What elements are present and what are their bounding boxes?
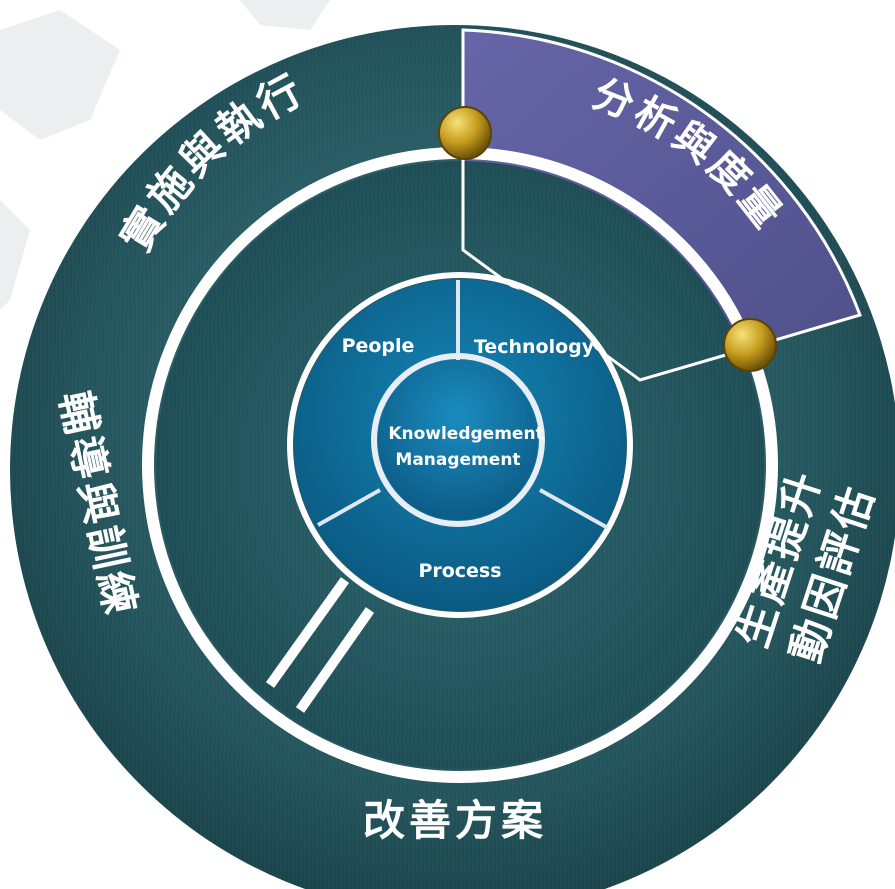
background-map-texture xyxy=(0,0,330,310)
core-dividers xyxy=(317,280,609,530)
core-ring-outline xyxy=(287,272,633,618)
center-label-line2: Management xyxy=(395,450,520,470)
core-label-people: People xyxy=(342,335,415,357)
segment-label-improvement[interactable]: 改善方案 xyxy=(363,796,547,845)
core-label-process: Process xyxy=(418,560,501,582)
gold-node-right[interactable] xyxy=(723,318,777,372)
core-label-technology: Technology xyxy=(474,336,595,358)
center-ring-outline xyxy=(371,353,545,527)
center-label-line1: Knowledgement xyxy=(388,424,543,444)
handle-connector xyxy=(265,577,375,713)
center-circle xyxy=(378,360,538,520)
gold-node-top[interactable] xyxy=(438,106,492,160)
